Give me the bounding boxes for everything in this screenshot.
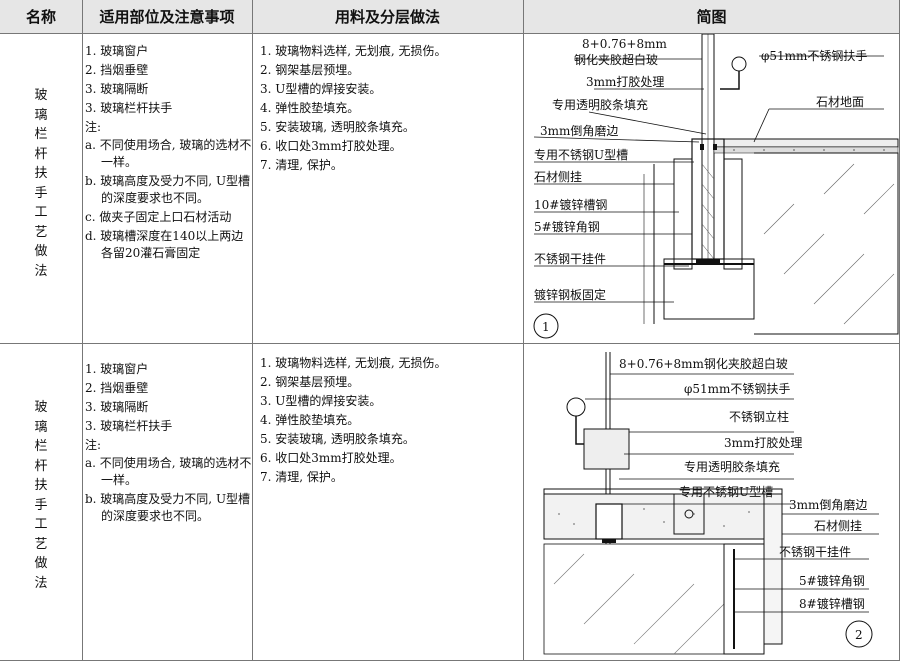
diagram-number: 1 [542,320,550,334]
row-1-name: 玻璃 栏杆 扶手 工艺 做法 [34,88,48,279]
slab-dots [558,508,750,527]
label: 不锈钢立柱 [729,409,789,424]
label: 专用透明胶条填充 [684,459,780,474]
diagram-number: 2 [855,628,863,642]
note-item: b. 玻璃高度及受力不同, U型槽的深度要求也不同。 [85,492,251,523]
label: φ51mm不锈钢扶手 [761,48,867,63]
steel-plate [663,258,755,320]
stone-floor [713,138,899,148]
scope-item: 1. 玻璃窗户 [85,362,149,376]
material-step: 4. 弹性胶垫填充。 [260,413,360,427]
label: 3mm倒角磨边 [540,124,618,138]
steel-post [583,428,630,470]
bracket [673,493,705,535]
material-step: 7. 清理, 保护。 [260,158,343,172]
u-channel [595,503,623,540]
divider [252,0,253,661]
material-step: 2. 钢架基层预埋。 [260,375,360,389]
label: φ51mm不锈钢扶手 [684,381,790,396]
material-step: 4. 弹性胶垫填充。 [260,101,360,115]
material-step: 1. 玻璃物料选样, 无划痕, 无损伤。 [260,356,447,370]
row-2-materials: 1. 玻璃物料选样, 无划痕, 无损伤。 2. 钢架基层预埋。 3. U型槽的焊… [260,354,525,487]
material-step: 3. U型槽的焊接安装。 [260,394,382,408]
divider [523,0,524,661]
scope-item: 3. 玻璃隔断 [85,82,149,96]
wall-hatch [763,163,895,325]
label: 专用不锈钢U型槽 [534,147,628,162]
material-step: 2. 钢架基层预埋。 [260,63,360,77]
header-material: 用料及分层做法 [252,0,523,34]
label: 专用透明胶条填充 [552,97,648,112]
note-label: 注: [85,438,102,452]
material-step: 1. 玻璃物料选样, 无划痕, 无损伤。 [260,44,447,58]
handrail [566,397,586,417]
stone-side [763,493,783,645]
label: 石材地面 [816,95,864,109]
diagram-number-badge [533,313,559,339]
material-step: 5. 安装玻璃, 透明胶条填充。 [260,120,415,134]
steel-channel [723,543,765,655]
label: 3mm倒角磨边 [789,498,867,512]
floor-dots [733,149,885,151]
scope-item: 2. 挡烟垂壁 [85,381,149,395]
note-item: c. 做夹子固定上口石材活动 [85,210,232,224]
divider [82,0,83,661]
diagram-number-badge [845,620,873,648]
material-step: 6. 收口处3mm打胶处理。 [260,451,402,465]
scope-item: 3. 玻璃隔断 [85,400,149,414]
label: 镀锌钢板固定 [534,287,606,302]
header-diagram: 简图 [523,0,900,34]
label: 钢化夹胶超白玻 [574,52,658,67]
label: 8+0.76+8mm [582,37,667,51]
steel-channel [673,158,693,270]
glass-hatch [701,163,715,260]
scope-item: 2. 挡烟垂壁 [85,63,149,77]
label: 8#镀锌槽钢 [799,597,865,611]
header-scope: 适用部位及注意事项 [82,0,252,34]
note-item: a. 不同使用场合, 玻璃的选材不一样。 [85,456,252,487]
material-step: 3. U型槽的焊接安装。 [260,82,382,96]
note-item: b. 玻璃高度及受力不同, U型槽的深度要求也不同。 [85,174,251,205]
row-1-materials: 1. 玻璃物料选样, 无划痕, 无损伤。 2. 钢架基层预埋。 3. U型槽的焊… [260,42,525,175]
scope-item: 3. 玻璃栏杆扶手 [85,419,173,433]
header-name: 名称 [0,0,82,34]
row-2-name: 玻璃 栏杆 扶手 工艺 做法 [34,400,48,591]
label: 专用不锈钢U型槽 [679,484,773,499]
label: 3mm打胶处理 [586,74,664,89]
label: 石材侧挂 [814,519,862,533]
scope-item: 1. 玻璃窗户 [85,44,149,58]
label: 8+0.76+8mm钢化夹胶超白玻 [619,356,788,371]
row-2-scope: 1. 玻璃窗户 2. 挡烟垂壁 3. 玻璃隔断 3. 玻璃栏杆扶手 注: a. … [85,360,253,527]
divider [0,33,900,34]
label: 5#镀锌角钢 [534,220,600,234]
handrail [731,56,747,72]
scope-item: 3. 玻璃栏杆扶手 [85,101,173,115]
label: 石材侧挂 [534,170,582,184]
label: 不锈钢干挂件 [779,545,851,559]
material-step: 7. 清理, 保护。 [260,470,343,484]
diagram-2: 8+0.76+8mm钢化夹胶超白玻 φ51mm不锈钢扶手 不锈钢立柱 3mm打胶… [543,352,879,655]
wall-hatch [553,553,725,655]
note-item: a. 不同使用场合, 玻璃的选材不一样。 [85,138,252,169]
label: 不锈钢干挂件 [534,252,606,266]
material-step: 5. 安装玻璃, 透明胶条填充。 [260,432,415,446]
note-item: d. 玻璃槽深度在140以上两边各留20灌石膏固定 [85,229,244,260]
row-1-scope: 1. 玻璃窗户 2. 挡烟垂壁 3. 玻璃隔断 3. 玻璃栏杆扶手 注: a. … [85,42,253,264]
stone-slab [543,493,775,540]
wall [543,543,725,655]
note-label: 注: [85,120,102,134]
row-divider [0,343,900,344]
leader-lines [585,373,879,613]
leader-lines [533,55,884,303]
material-step: 6. 收口处3mm打胶处理。 [260,139,402,153]
label: 5#镀锌角钢 [799,574,865,588]
label: 10#镀锌槽钢 [534,198,607,212]
diagram-1: 8+0.76+8mm 钢化夹胶超白玻 φ51mm不锈钢扶手 3mm打胶处理 专用… [533,34,899,339]
label: 3mm打胶处理 [724,435,802,450]
